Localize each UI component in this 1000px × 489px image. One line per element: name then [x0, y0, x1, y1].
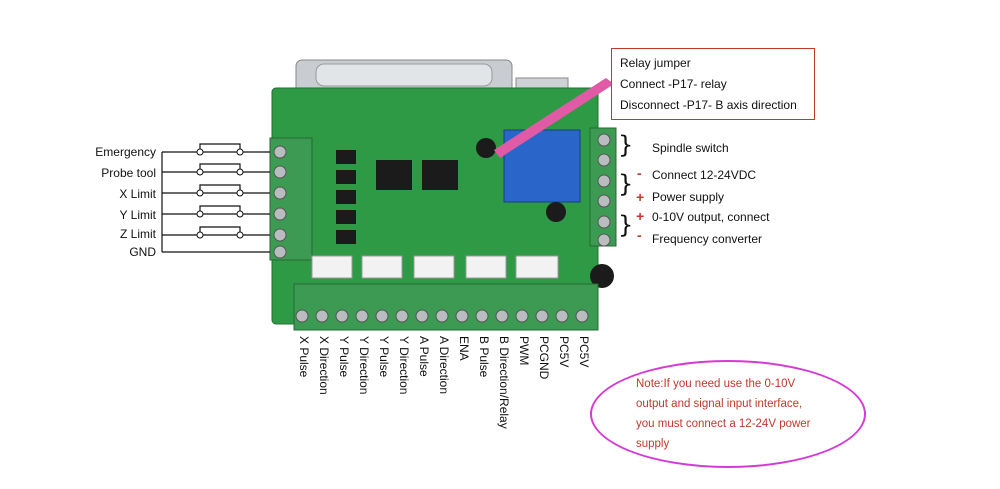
- note-text: Note:If you need use the 0-10V output an…: [636, 374, 846, 454]
- label-connect-vdc: Connect 12-24VDC: [652, 168, 757, 182]
- bottom-terminal-block: [293, 283, 599, 331]
- ic-chip-2: [422, 160, 458, 190]
- label-x-direction: X Direction: [317, 336, 331, 395]
- label-ena: ENA: [457, 336, 471, 361]
- label-emergency: Emergency: [95, 145, 156, 159]
- label-spindle-switch: Spindle switch: [652, 141, 729, 155]
- label-probe-tool: Probe tool: [101, 166, 156, 180]
- switch-contacts: [196, 148, 244, 239]
- label-a-pulse: A Pulse: [417, 336, 431, 377]
- label-y-direction-2: Y Direction: [397, 336, 411, 395]
- note-line-3: you must connect a 12-24V power: [636, 418, 811, 430]
- optocouplers: [336, 150, 356, 244]
- label-pc5v-2: PC5V: [577, 336, 591, 368]
- label-x-limit: X Limit: [119, 187, 156, 201]
- capacitor-2: [546, 202, 566, 222]
- label-b-pulse: B Pulse: [477, 336, 491, 378]
- label-z-limit: Z Limit: [120, 227, 156, 241]
- sign-plus-power: +: [636, 189, 645, 205]
- sign-minus-power: -: [637, 165, 642, 181]
- label-0-10v-output: 0-10V output, connect: [652, 210, 770, 224]
- callout-line-3: Disconnect -P17- B axis direction: [620, 98, 797, 112]
- note-line-2: output and signal input interface,: [636, 398, 803, 410]
- label-y-pulse-1: Y Pulse: [337, 336, 351, 378]
- label-x-pulse: X Pulse: [297, 336, 311, 378]
- left-terminal-block: [269, 137, 313, 261]
- label-y-limit: Y Limit: [119, 208, 156, 222]
- label-pwm: PWM: [517, 336, 531, 366]
- sign-plus-output: +: [636, 208, 645, 224]
- motor-headers: [311, 255, 559, 279]
- callout-pointer: [494, 78, 614, 158]
- label-b-direction-relay: B Direction/Relay: [497, 336, 511, 429]
- label-y-direction-1: Y Direction: [357, 336, 371, 395]
- label-a-direction: A Direction: [437, 336, 451, 395]
- note-line-4: supply: [636, 438, 670, 450]
- note-line-1: Note:If you need use the 0-10V: [636, 378, 796, 390]
- callout-line-1: Relay jumper: [620, 56, 691, 70]
- label-pcgnd: PCGND: [537, 336, 551, 380]
- label-frequency-converter: Frequency converter: [652, 232, 763, 246]
- capacitor-3: [590, 264, 614, 288]
- label-y-pulse-2: Y Pulse: [377, 336, 391, 378]
- sign-minus-output: -: [637, 227, 642, 243]
- brace-output: }: [618, 211, 634, 239]
- label-gnd: GND: [129, 245, 156, 259]
- label-pc5v-1: PC5V: [557, 336, 571, 368]
- brace-spindle: }: [618, 131, 634, 159]
- ic-chip-1: [376, 160, 412, 190]
- note-ellipse: [590, 360, 866, 468]
- switch-wiring: [161, 143, 270, 253]
- capacitor-1: [476, 138, 496, 158]
- right-terminal-block: [589, 127, 617, 247]
- callout-line-2: Connect -P17- relay: [620, 77, 727, 91]
- relay-jumper-callout: Relay jumper Connect -P17- relay Disconn…: [611, 48, 815, 120]
- brace-power: }: [618, 170, 634, 198]
- label-power-supply: Power supply: [652, 190, 725, 204]
